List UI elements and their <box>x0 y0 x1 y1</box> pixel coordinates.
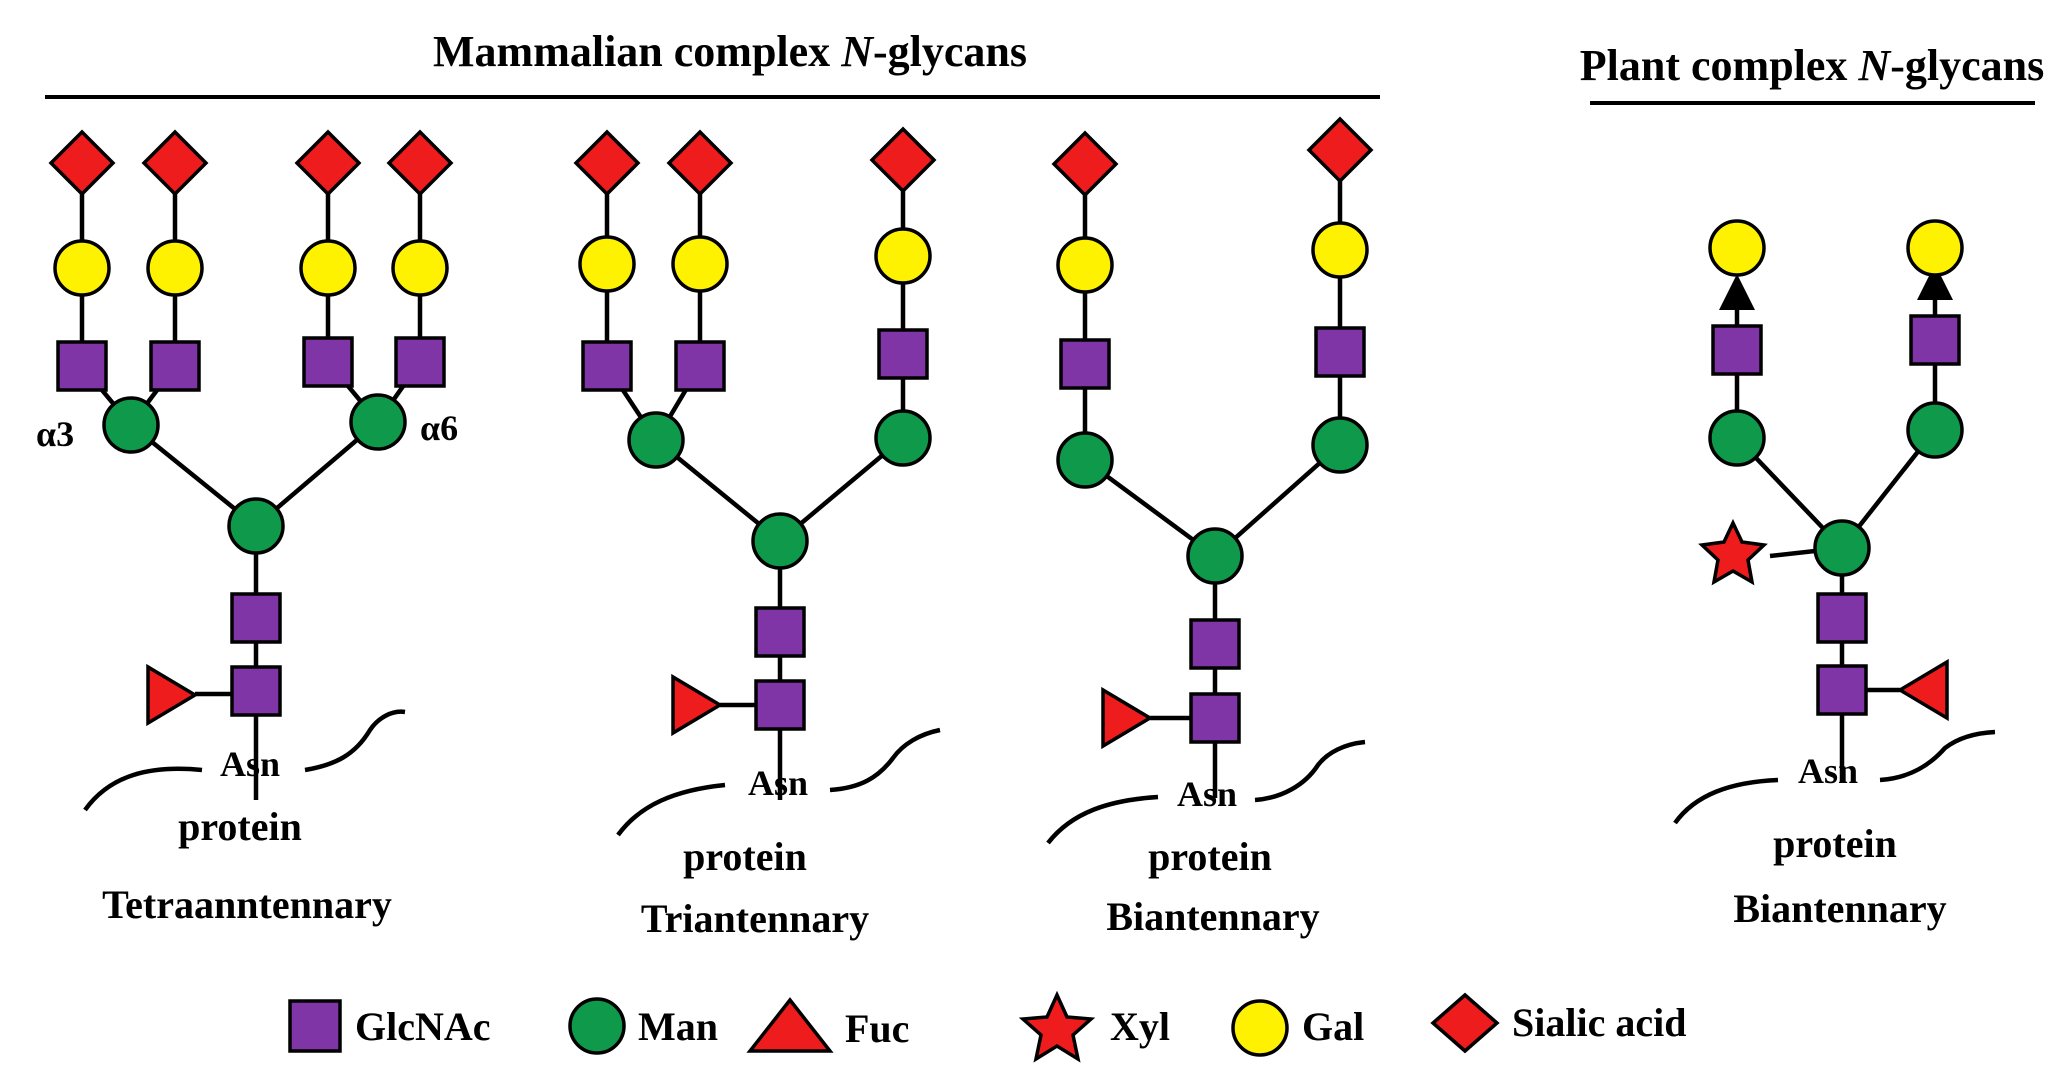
fucose-triangle <box>146 663 199 727</box>
structure-name: Tetraanntennary <box>102 882 392 927</box>
sialic-acid-diamond <box>1306 116 1374 184</box>
glcnac-square <box>56 340 108 392</box>
mannose-circle <box>102 396 160 454</box>
glcnac-square <box>1816 664 1868 716</box>
glcnac-square <box>1314 326 1366 378</box>
asn-label: Asn <box>220 744 280 784</box>
galactose-circle <box>671 235 729 293</box>
structure-triantennary: Asn protein Triantennary <box>573 126 941 941</box>
galactose-circle <box>874 227 932 285</box>
sialic-acid-diamond <box>294 129 362 197</box>
galactose-circle <box>1906 219 1964 277</box>
mannose-circle <box>227 497 285 555</box>
structure-name: Biantennary <box>1733 886 1946 931</box>
galactose-circle <box>391 239 449 297</box>
plant-header: Plant complex N-glycans <box>1580 41 2044 90</box>
sialic-acid-diamond <box>1051 130 1119 198</box>
fucose-triangle <box>1101 686 1154 750</box>
mannose-circle <box>1906 401 1964 459</box>
galactose-circle <box>578 235 636 293</box>
mannose-circle <box>1056 431 1114 489</box>
mannose-circle <box>349 393 407 451</box>
glcnac-square <box>230 592 282 644</box>
glcnac-square <box>877 328 929 380</box>
diamond-icon <box>1430 992 1500 1054</box>
fucose-triangle <box>1896 658 1949 722</box>
star-icon <box>1018 990 1096 1063</box>
glcnac-square <box>1816 592 1868 644</box>
galactose-circle <box>1056 236 1114 294</box>
galactose-circle <box>299 239 357 297</box>
protein-label: protein <box>1148 834 1272 879</box>
linkage-alpha3: α3 <box>36 414 74 454</box>
mannose-circle <box>627 411 685 469</box>
structure-tetraantennary: α3 α6 Asn protein Tetraanntennary <box>36 129 458 927</box>
glcnac-square <box>1909 314 1961 366</box>
glcnac-square <box>394 336 446 388</box>
glcnac-square <box>149 340 201 392</box>
glcnac-square <box>1059 338 1111 390</box>
galactose-circle <box>53 239 111 297</box>
mannose-circle <box>874 409 932 467</box>
glcnac-square <box>754 606 806 658</box>
mannose-circle <box>1186 527 1244 585</box>
glcnac-square <box>674 340 726 392</box>
sialic-acid-diamond <box>386 129 454 197</box>
mannose-circle <box>751 512 809 570</box>
xylose-star <box>1698 518 1768 586</box>
structure-biantennary-mammalian: Asn protein Biantennary <box>1046 116 1374 939</box>
glcnac-square <box>754 679 806 731</box>
square-icon <box>288 999 342 1053</box>
triangle-icon <box>746 997 834 1053</box>
sialic-acid-diamond <box>141 129 209 197</box>
glcnac-square <box>302 336 354 388</box>
legend-label-man: Man <box>638 1004 718 1049</box>
mannose-circle <box>1813 519 1871 577</box>
sialic-acid-diamond <box>666 129 734 197</box>
galactose-circle <box>1311 221 1369 279</box>
mammalian-header: Mammalian complex N-glycans <box>433 27 1027 76</box>
protein-label: protein <box>683 834 807 879</box>
fucose-triangle <box>671 673 724 737</box>
legend-label-gal: Gal <box>1302 1004 1364 1049</box>
sialic-acid-diamond <box>869 126 937 194</box>
asn-label: Asn <box>748 763 808 803</box>
galactose-circle <box>146 239 204 297</box>
protein-label: protein <box>178 804 302 849</box>
legend: GlcNAc Man Fuc Xyl Gal Sialic acid <box>288 990 1686 1063</box>
structure-name: Biantennary <box>1106 894 1319 939</box>
circle-icon <box>568 997 626 1055</box>
mannose-circle <box>1708 409 1766 467</box>
asn-label: Asn <box>1798 751 1858 791</box>
protein-label: protein <box>1773 821 1897 866</box>
mannose-circle <box>1311 416 1369 474</box>
glcnac-square <box>1711 324 1763 376</box>
glcnac-square <box>1189 692 1241 744</box>
structure-name: Triantennary <box>641 896 869 941</box>
glcnac-square <box>1189 618 1241 670</box>
legend-label-sialic-acid: Sialic acid <box>1512 1000 1686 1045</box>
legend-label-fuc: Fuc <box>845 1006 909 1051</box>
sialic-acid-diamond <box>573 129 641 197</box>
galactose-circle <box>1708 219 1766 277</box>
asn-label: Asn <box>1177 774 1237 814</box>
sialic-acid-diamond <box>48 129 116 197</box>
glcnac-square <box>581 340 633 392</box>
glcnac-square <box>230 665 282 717</box>
yellow-circle-icon <box>1231 999 1289 1057</box>
legend-label-glcnac: GlcNAc <box>355 1004 491 1049</box>
linkage-alpha6: α6 <box>420 408 458 448</box>
legend-label-xyl: Xyl <box>1110 1004 1170 1049</box>
structure-biantennary-plant: Asn protein Biantennary <box>1673 219 1996 931</box>
